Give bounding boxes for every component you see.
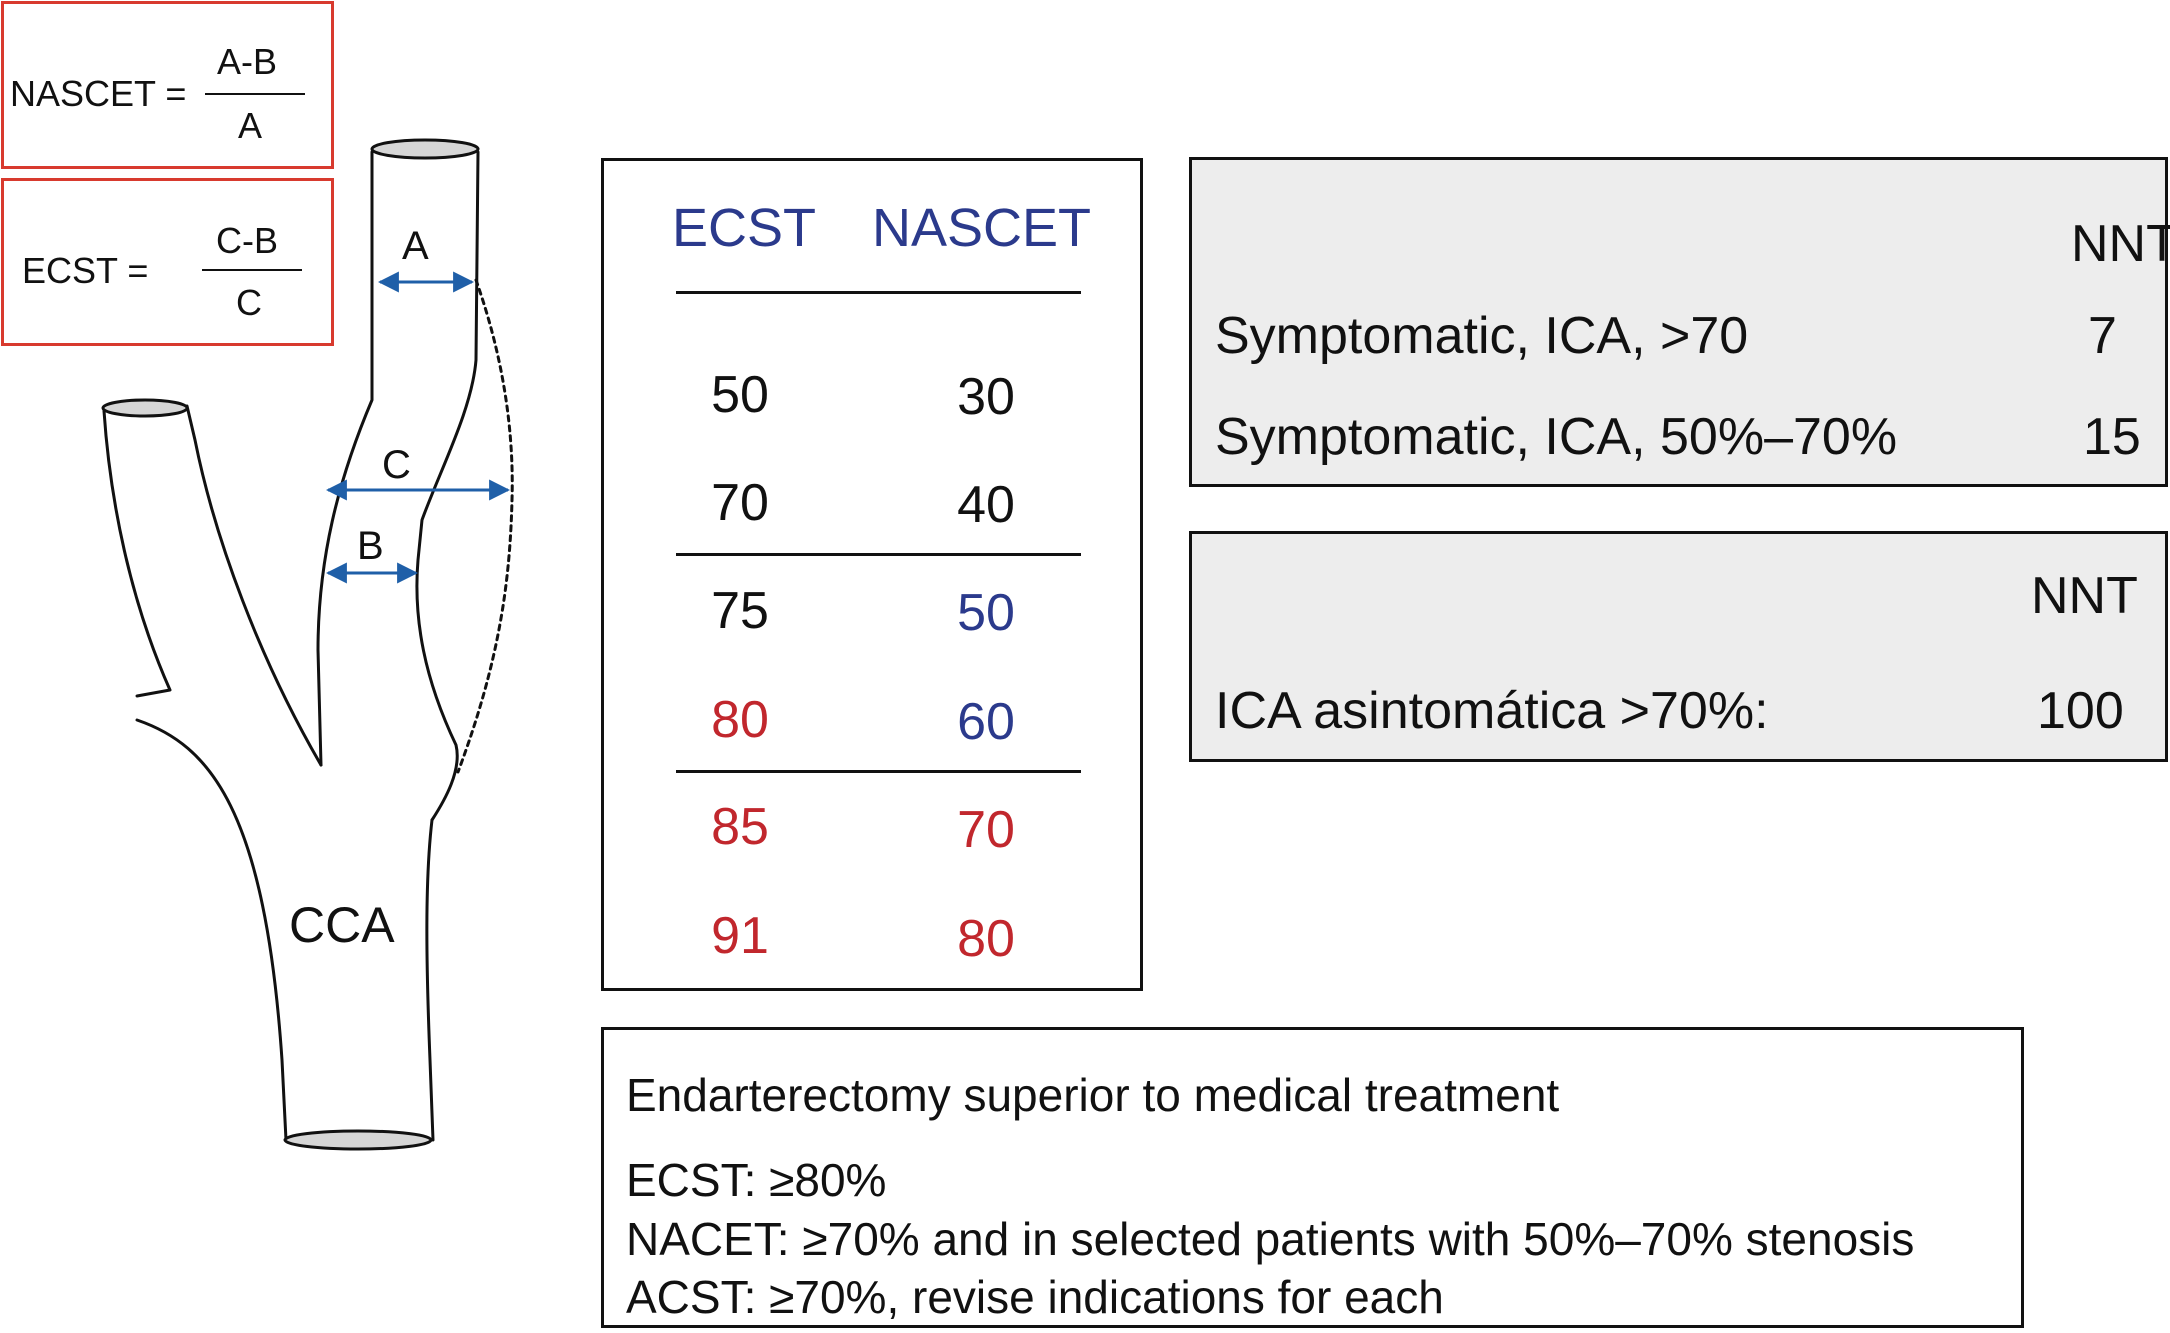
- eca-outer-wall: [102, 409, 172, 698]
- nnt-row-label: Symptomatic, ICA, 50%–70%: [1215, 408, 1898, 466]
- ecst-formula-box: ECST = C-B C: [1, 178, 334, 346]
- ica-left-wall: [316, 150, 374, 767]
- recommendation-line: ECST: ≥80%: [626, 1154, 887, 1206]
- label-c: C: [382, 443, 411, 487]
- table-cell-nascet: 50: [957, 584, 1015, 642]
- table-cell-ecst: 80: [711, 691, 769, 749]
- cca-left-wall: [135, 718, 288, 1142]
- nnt-row-value: 15: [2083, 408, 2141, 466]
- table-cell-ecst: 50: [711, 366, 769, 424]
- nnt-asymptomatic-box: NNT ICA asintomática >70%: 100: [1189, 531, 2168, 762]
- cca-right-wall: [425, 818, 435, 1142]
- table-header-nascet: NASCET: [872, 198, 1092, 258]
- nascet-formula-box: NASCET = A-B A: [1, 1, 334, 169]
- nnt-header: NNT: [2071, 215, 2170, 273]
- plaque-outline: [456, 278, 514, 774]
- nnt-row-label: ICA asintomática >70%:: [1215, 682, 1769, 740]
- ecst-fraction-line: [202, 269, 302, 271]
- ecst-formula-denominator: C: [236, 282, 262, 323]
- table-cell-nascet: 70: [957, 801, 1015, 859]
- table-cell-nascet: 30: [957, 368, 1015, 426]
- ica-right-wall: [415, 150, 480, 822]
- recommendation-box: Endarterectomy superior to medical treat…: [601, 1027, 2024, 1328]
- label-cca: CCA: [289, 897, 395, 953]
- nascet-fraction-line: [205, 93, 305, 95]
- nascet-formula-denominator: A: [238, 105, 263, 146]
- table-cell-nascet: 80: [957, 910, 1015, 968]
- nnt-row-value: 100: [2037, 682, 2124, 740]
- cca-bottom-end: [283, 1129, 433, 1151]
- table-cell-ecst: 75: [711, 582, 769, 640]
- eca-inner-wall: [185, 404, 323, 767]
- ecst-formula-lhs: ECST =: [22, 250, 149, 291]
- table-cell-nascet: 60: [957, 693, 1015, 751]
- nascet-formula-lhs: NASCET =: [10, 73, 187, 114]
- ica-top-end: [370, 138, 480, 160]
- nascet-formula-numerator: A-B: [217, 41, 278, 82]
- label-a: A: [402, 224, 429, 268]
- nnt-row-label: Symptomatic, ICA, >70: [1215, 307, 1749, 365]
- table-cell-ecst: 85: [711, 798, 769, 856]
- nnt-header: NNT: [2031, 567, 2138, 625]
- eca-top-end: [101, 398, 189, 418]
- group-separator-2: [676, 770, 1081, 773]
- header-separator: [676, 291, 1081, 294]
- group-separator-1: [676, 553, 1081, 556]
- carotid-artery-diagram: [101, 138, 514, 1151]
- nnt-symptomatic-box: NNT Symptomatic, ICA, >70 7 Symptomatic,…: [1189, 157, 2170, 487]
- table-cell-ecst: 91: [711, 907, 769, 965]
- recommendation-line: NACET: ≥70% and in selected patients wit…: [626, 1213, 1915, 1265]
- nnt-row-value: 7: [2088, 307, 2117, 365]
- ecst-formula-numerator: C-B: [216, 220, 278, 261]
- recommendation-title: Endarterectomy superior to medical treat…: [626, 1069, 1560, 1121]
- table-cell-ecst: 70: [711, 474, 769, 532]
- table-header-ecst: ECST: [672, 198, 817, 258]
- table-cell-nascet: 40: [957, 476, 1015, 534]
- recommendation-line: ACST: ≥70%, revise indications for each: [626, 1271, 1444, 1323]
- label-b: B: [357, 524, 384, 568]
- ecst-nascet-table: ECST NASCET 50 30 70 40 75 50 80 60 85 7…: [601, 158, 1143, 991]
